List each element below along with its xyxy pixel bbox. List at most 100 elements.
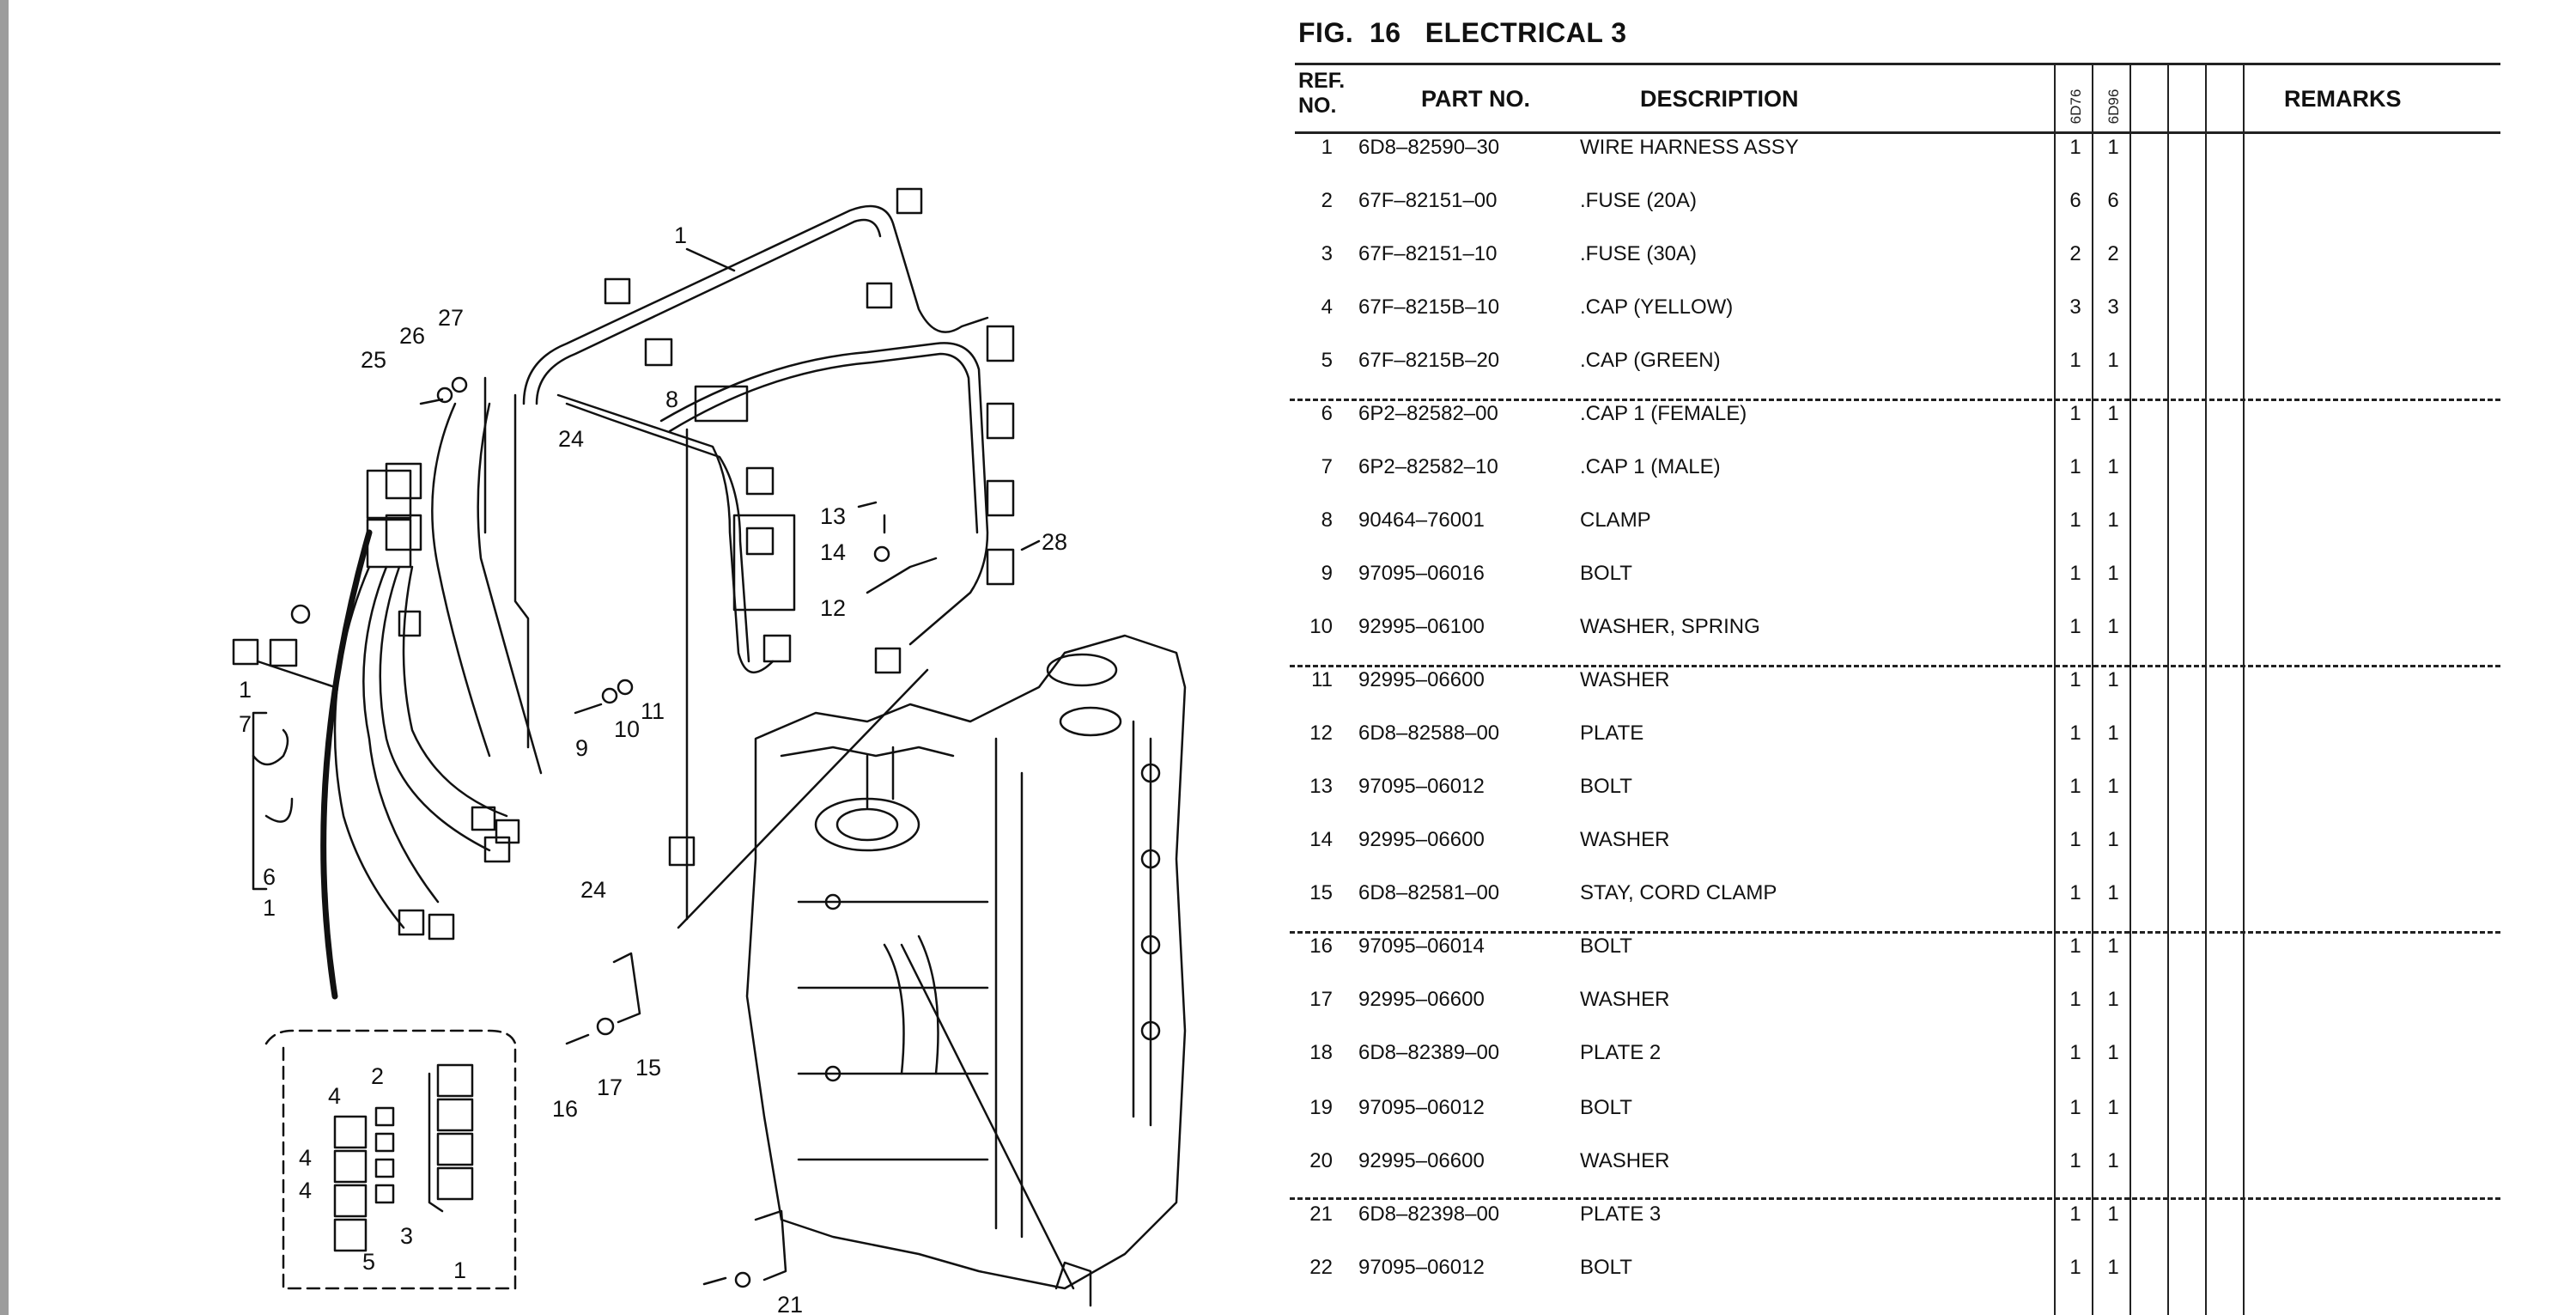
remarks-header: REMARKS <box>2284 86 2402 112</box>
svg-text:10: 10 <box>614 716 640 742</box>
group-separator <box>1290 399 2500 401</box>
svg-text:4: 4 <box>328 1083 341 1109</box>
part-no-header: PART NO. <box>1421 86 1530 112</box>
description-cell: .FUSE (30A) <box>1580 242 1698 265</box>
svg-text:2: 2 <box>371 1063 384 1089</box>
qty-6d76-cell: 1 <box>2069 136 2081 159</box>
svg-text:27: 27 <box>438 305 464 331</box>
figure-name: ELECTRICAL 3 <box>1425 17 1627 48</box>
ref-no-cell: 4 <box>1321 295 1333 319</box>
svg-text:13: 13 <box>820 503 846 529</box>
group-separator <box>1290 1197 2500 1200</box>
ref-no-cell: 9 <box>1321 562 1333 585</box>
svg-text:15: 15 <box>635 1055 661 1081</box>
part-no-cell: 97095–06016 <box>1358 562 1485 585</box>
description-cell: .CAP (GREEN) <box>1580 349 1721 372</box>
ref-no-cell: 19 <box>1309 1096 1333 1119</box>
ref-no-cell: 2 <box>1321 189 1333 212</box>
inset-box <box>264 1029 517 1290</box>
part-no-cell: 6D8–82398–00 <box>1358 1202 1500 1226</box>
group-separator <box>1290 665 2500 667</box>
part-no-cell: 92995–06600 <box>1358 1149 1485 1172</box>
qty-6d76-cell: 1 <box>2069 508 2081 532</box>
svg-text:24: 24 <box>580 877 606 903</box>
description-cell: WIRE HARNESS ASSY <box>1580 136 1799 159</box>
description-cell: BOLT <box>1580 775 1632 798</box>
qty-6d96-cell: 1 <box>2107 828 2119 851</box>
table-row: 17 92995–06600 WASHER 1 1 <box>1298 988 2500 1015</box>
ref-no-cell: 3 <box>1321 242 1333 265</box>
ref-header-line2: NO. <box>1298 94 1337 118</box>
description-cell: BOLT <box>1580 935 1632 958</box>
qty-6d96-cell: 1 <box>2107 1149 2119 1172</box>
part-no-cell: 67F–82151–00 <box>1358 189 1498 212</box>
qty-6d76-cell: 1 <box>2069 1096 2081 1119</box>
part-no-cell: 6D8–82588–00 <box>1358 721 1500 745</box>
column-divider <box>2129 64 2131 1315</box>
svg-text:8: 8 <box>665 387 678 412</box>
ref-no-cell: 6 <box>1321 402 1333 425</box>
svg-text:25: 25 <box>361 347 386 373</box>
svg-text:26: 26 <box>399 323 425 349</box>
engine-block <box>745 634 1187 1290</box>
qty-6d96-cell: 1 <box>2107 562 2119 585</box>
svg-text:28: 28 <box>1042 529 1067 555</box>
qty-6d96-cell: 1 <box>2107 775 2119 798</box>
svg-text:24: 24 <box>558 426 584 452</box>
wire-harness-outline <box>522 204 989 405</box>
part-no-cell: 6D8–82581–00 <box>1358 881 1500 904</box>
qty-6d96-cell: 1 <box>2107 615 2119 638</box>
description-cell: BOLT <box>1580 1256 1632 1279</box>
model-6d96-header: 6D96 <box>2105 88 2122 125</box>
ref-no-cell: 22 <box>1309 1256 1333 1279</box>
ref-no-cell: 16 <box>1309 935 1333 958</box>
description-cell: PLATE 2 <box>1580 1041 1662 1064</box>
ref-no-cell: 13 <box>1309 775 1333 798</box>
qty-6d96-cell: 1 <box>2107 455 2119 478</box>
svg-text:16: 16 <box>552 1096 578 1122</box>
qty-6d76-cell: 1 <box>2069 988 2081 1011</box>
qty-6d76-cell: 1 <box>2069 881 2081 904</box>
qty-6d76-cell: 1 <box>2069 562 2081 585</box>
description-cell: WASHER <box>1580 988 1670 1011</box>
ref-header-line1: REF. <box>1298 69 1346 93</box>
part-no-cell: 97095–06012 <box>1358 1256 1485 1279</box>
ref-no-cell: 15 <box>1309 881 1333 904</box>
part-no-cell: 92995–06600 <box>1358 988 1485 1011</box>
qty-6d96-cell: 1 <box>2107 988 2119 1011</box>
description-cell: WASHER <box>1580 668 1670 691</box>
qty-6d76-cell: 1 <box>2069 1202 2081 1226</box>
document-page: 1 27 26 25 8 24 13 14 28 12 1 7 9 10 11 … <box>9 0 2576 1315</box>
qty-6d76-cell: 3 <box>2069 295 2081 319</box>
svg-text:4: 4 <box>299 1145 312 1171</box>
qty-6d96-cell: 1 <box>2107 349 2119 372</box>
ref-no-cell: 17 <box>1309 988 1333 1011</box>
ref-no-cell: 7 <box>1321 455 1333 478</box>
group-separator <box>1290 931 2500 934</box>
qty-6d96-cell: 1 <box>2107 1256 2119 1279</box>
description-cell: BOLT <box>1580 562 1632 585</box>
svg-text:1: 1 <box>674 222 687 248</box>
svg-text:1: 1 <box>263 895 276 921</box>
qty-6d96-cell: 6 <box>2107 189 2119 212</box>
qty-6d96-cell: 1 <box>2107 402 2119 425</box>
description-cell: BOLT <box>1580 1096 1632 1119</box>
ref-no-cell: 5 <box>1321 349 1333 372</box>
description-cell: WASHER <box>1580 828 1670 851</box>
model-6d76-header: 6D76 <box>2068 88 2084 125</box>
qty-6d76-cell: 6 <box>2069 189 2081 212</box>
svg-text:5: 5 <box>362 1249 375 1275</box>
svg-text:1: 1 <box>453 1257 466 1283</box>
svg-text:9: 9 <box>575 735 588 761</box>
part-no-cell: 6D8–82389–00 <box>1358 1041 1500 1064</box>
description-cell: STAY, CORD CLAMP <box>1580 881 1777 904</box>
